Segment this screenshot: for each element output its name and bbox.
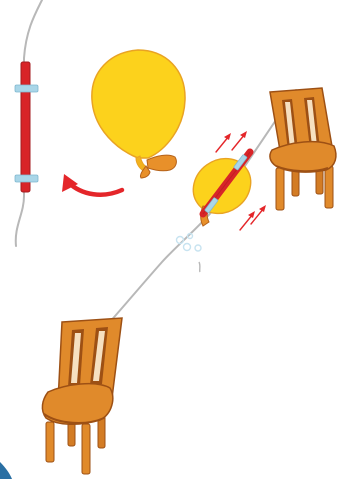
corner-decoration <box>0 462 12 479</box>
balloon-knot <box>146 154 177 172</box>
straw-on-string-assembly <box>14 0 43 247</box>
air-puffs-icon <box>175 232 202 273</box>
rocket-balloon-icon <box>192 148 254 227</box>
tape-strip-top <box>14 84 39 93</box>
attach-arrow-icon <box>62 174 125 197</box>
tape-strip-bottom <box>14 174 39 183</box>
motion-arrows-icon <box>215 131 266 231</box>
rocket-tape-top <box>233 154 248 171</box>
chair-icon-lower <box>41 317 123 475</box>
balloon-body <box>91 49 186 159</box>
straw-vertical <box>20 61 31 193</box>
balloon-inflated-icon <box>91 49 186 179</box>
balloon-knot-tip <box>140 165 151 179</box>
rocket-tape-bottom <box>204 197 219 214</box>
chair-icon-upper <box>269 87 337 211</box>
rocket-string-line <box>107 89 297 325</box>
